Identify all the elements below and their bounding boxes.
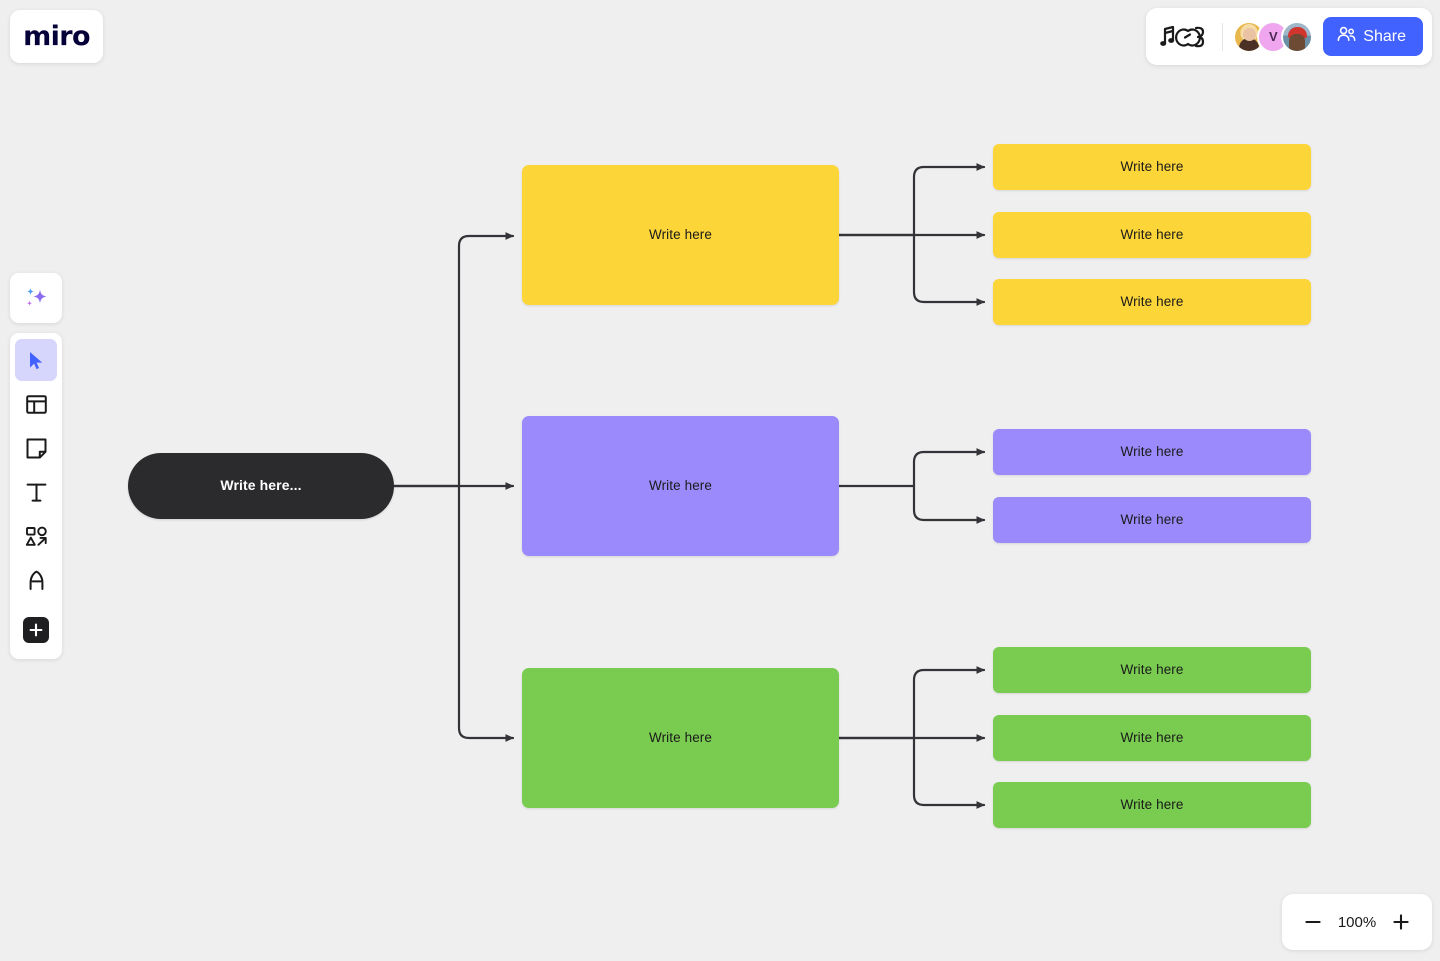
zoom-out-button[interactable] (1300, 909, 1326, 935)
left-toolbar (10, 333, 62, 659)
node-leaf-green-1-label: Write here (1120, 661, 1184, 677)
node-leaf-yellow-3-label: Write here (1120, 293, 1184, 309)
connector-root-green (457, 484, 515, 742)
node-leaf-green-3-label: Write here (1120, 796, 1184, 812)
shapes-icon[interactable] (15, 515, 57, 557)
zoom-level-label[interactable]: 100% (1337, 913, 1377, 931)
cursor-icon[interactable] (15, 339, 57, 381)
zoom-control: 100% (1282, 894, 1432, 950)
node-leaf-yellow-2-label: Write here (1120, 226, 1184, 242)
node-branch-purple-label: Write here (648, 477, 713, 493)
avatar[interactable] (1281, 20, 1314, 53)
connector-yellow-1 (837, 163, 986, 237)
node-branch-purple[interactable]: Write here (522, 416, 839, 556)
zoom-in-button[interactable] (1388, 909, 1414, 935)
node-branch-yellow-label: Write here (648, 226, 713, 242)
connector-root-yellow (392, 232, 515, 488)
miro-wordmark: miro (23, 21, 90, 52)
sticky-note-icon[interactable] (15, 427, 57, 469)
miro-logo[interactable]: miro (10, 10, 103, 63)
node-leaf-purple-1[interactable]: Write here (993, 429, 1311, 475)
node-leaf-purple-2-label: Write here (1120, 511, 1184, 527)
node-leaf-green-1[interactable]: Write here (993, 647, 1311, 693)
node-leaf-yellow-3[interactable]: Write here (993, 279, 1311, 325)
collaborator-avatars: V (1233, 20, 1314, 53)
people-icon (1337, 26, 1356, 47)
node-branch-green-label: Write here (648, 729, 713, 745)
template-icon[interactable] (15, 383, 57, 425)
pen-icon[interactable] (15, 559, 57, 601)
connector-purple-1 (837, 448, 986, 488)
node-root[interactable]: Write here... (128, 453, 394, 519)
share-button[interactable]: Share (1323, 17, 1423, 56)
sparkle-ai-icon[interactable] (10, 273, 62, 323)
node-leaf-yellow-1-label: Write here (1120, 158, 1184, 174)
avatar-initial: V (1268, 29, 1278, 44)
topbar-divider (1222, 22, 1224, 51)
node-leaf-purple-2[interactable]: Write here (993, 497, 1311, 543)
share-button-label: Share (1363, 27, 1406, 45)
node-branch-yellow[interactable]: Write here (522, 165, 839, 305)
node-leaf-green-2[interactable]: Write here (993, 715, 1311, 761)
connector-purple-2 (912, 484, 986, 524)
connector-green-1 (837, 666, 986, 740)
topbar: V Share (1146, 8, 1432, 65)
connector-green-3 (912, 736, 986, 809)
node-leaf-yellow-1[interactable]: Write here (993, 144, 1311, 190)
connector-yellow-3 (912, 233, 986, 306)
text-icon[interactable] (15, 471, 57, 513)
plus-chip (23, 617, 49, 643)
node-leaf-green-2-label: Write here (1120, 729, 1184, 745)
node-root-label: Write here... (220, 477, 302, 494)
music-doodle-icon[interactable] (1160, 22, 1212, 52)
node-branch-green[interactable]: Write here (522, 668, 839, 808)
node-leaf-yellow-2[interactable]: Write here (993, 212, 1311, 258)
node-leaf-purple-1-label: Write here (1120, 443, 1184, 459)
plus-icon[interactable] (15, 609, 57, 651)
node-leaf-green-3[interactable]: Write here (993, 782, 1311, 828)
